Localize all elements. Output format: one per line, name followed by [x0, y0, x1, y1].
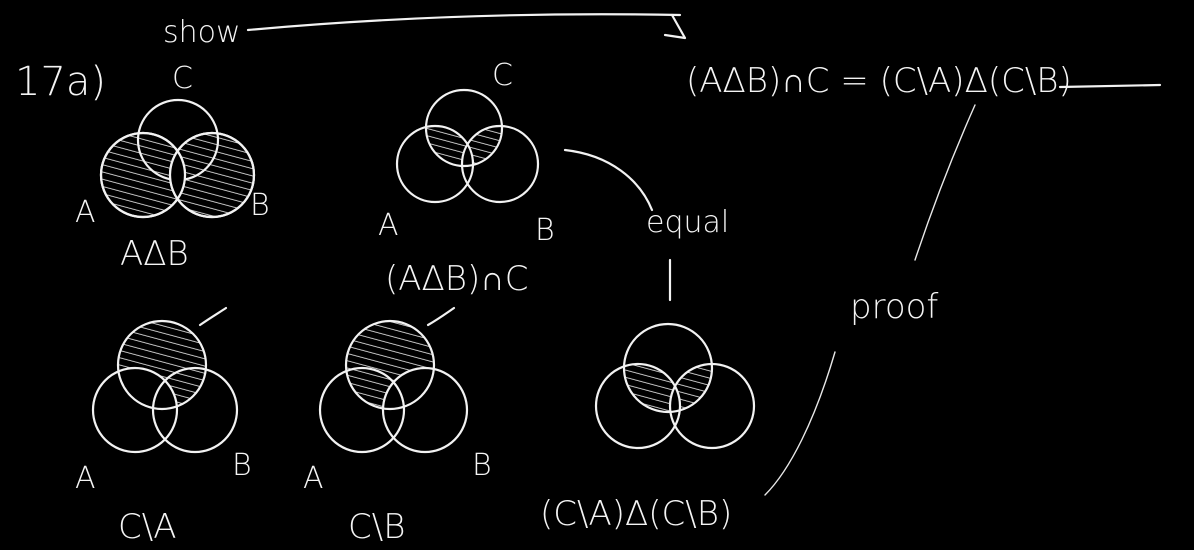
venn-result: (C\A)Δ(C\B): [540, 322, 756, 534]
venn-a-delta-b: C A B AΔB: [75, 61, 270, 274]
circle-b: [668, 362, 756, 450]
equal-connector-top: [563, 148, 654, 212]
caption: (AΔB)∩C: [385, 259, 529, 299]
proof-connector-top: [914, 104, 976, 261]
label-b: B: [535, 213, 555, 248]
caption: C\B: [348, 507, 405, 547]
circle-b: [381, 366, 469, 454]
label-c-mark: [198, 306, 228, 327]
circle-c: [344, 319, 436, 411]
venn-c-minus-b: A B C\B: [303, 306, 492, 547]
venn-c-minus-a: A B C\A: [75, 306, 252, 547]
label-c: C: [172, 61, 193, 96]
equal-label: equal: [646, 205, 729, 240]
problem-number: 17a): [15, 59, 106, 105]
circle-b: [460, 124, 540, 204]
circle-a: [594, 362, 682, 450]
circle-c: [116, 319, 208, 411]
statement-text: (AΔB)∩C = (C\A)Δ(C\B): [686, 61, 1072, 101]
show-arrow-line: [246, 13, 682, 32]
label-c-mark: [426, 306, 456, 327]
circle-c: [622, 322, 714, 414]
statement-underline: [1058, 83, 1162, 89]
label-a: A: [303, 461, 324, 496]
label-c: C: [492, 58, 513, 93]
label-b: B: [232, 448, 252, 483]
caption: C\A: [118, 507, 176, 547]
venn-a-delta-b-intersect-c: C A B (AΔB)∩C: [378, 58, 555, 299]
show-label: show: [163, 15, 241, 50]
label-a: A: [378, 208, 399, 243]
circle-a: [395, 124, 475, 204]
caption: (C\A)Δ(C\B): [540, 494, 732, 534]
caption: AΔB: [120, 234, 189, 274]
label-a: A: [75, 461, 96, 496]
circle-a: [91, 366, 179, 454]
label-a: A: [75, 195, 96, 230]
proof-label: proof: [850, 287, 938, 327]
label-b: B: [472, 448, 492, 483]
show-arrow-head: [663, 13, 687, 40]
label-b: B: [250, 188, 270, 223]
proof-connector-bottom: [764, 351, 836, 496]
circle-b: [151, 366, 239, 454]
circle-a: [318, 366, 406, 454]
